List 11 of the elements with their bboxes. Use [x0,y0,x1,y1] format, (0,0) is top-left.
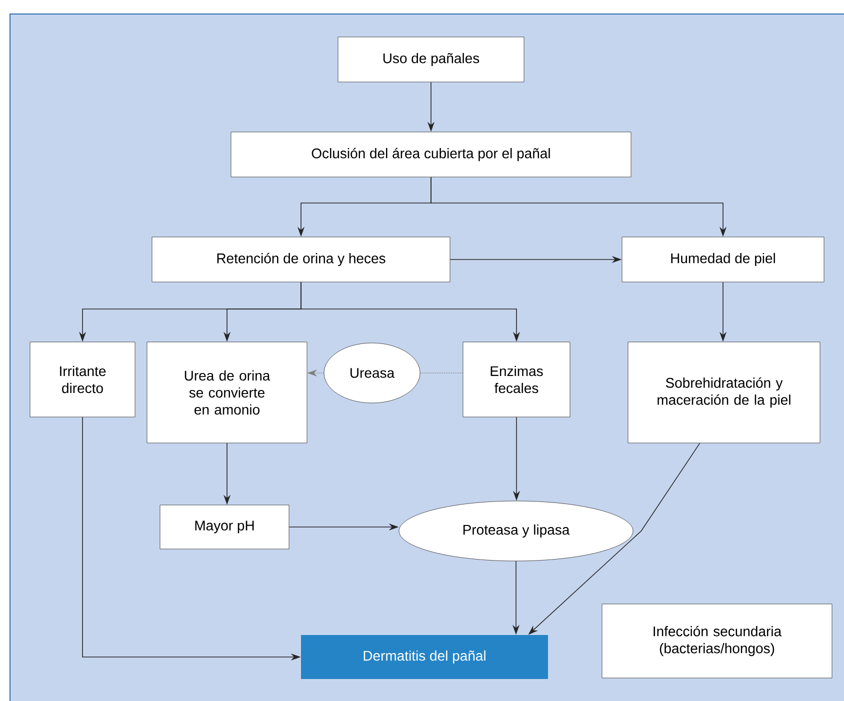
process-box: Urea de orina se convierte en amonio [146,342,308,444]
process-box: Oclusión del área cubierta por el pañal [230,132,632,178]
process-box: Mayor pH [160,504,290,550]
process-box: Infección secundaria (bacterias/hongos) [602,604,832,678]
process-box: Retención de orina y heces [152,236,450,282]
process-box: Sobrehidratación y maceración de la piel [628,342,820,444]
process-box: Uso de pañales [338,36,524,82]
process-box: Humedad de piel [622,236,824,282]
process-box: Enzimas fecales [462,342,570,418]
outcome-box: Dermatitis del pañal [301,634,548,679]
process-box: Irritante directo [30,342,136,418]
